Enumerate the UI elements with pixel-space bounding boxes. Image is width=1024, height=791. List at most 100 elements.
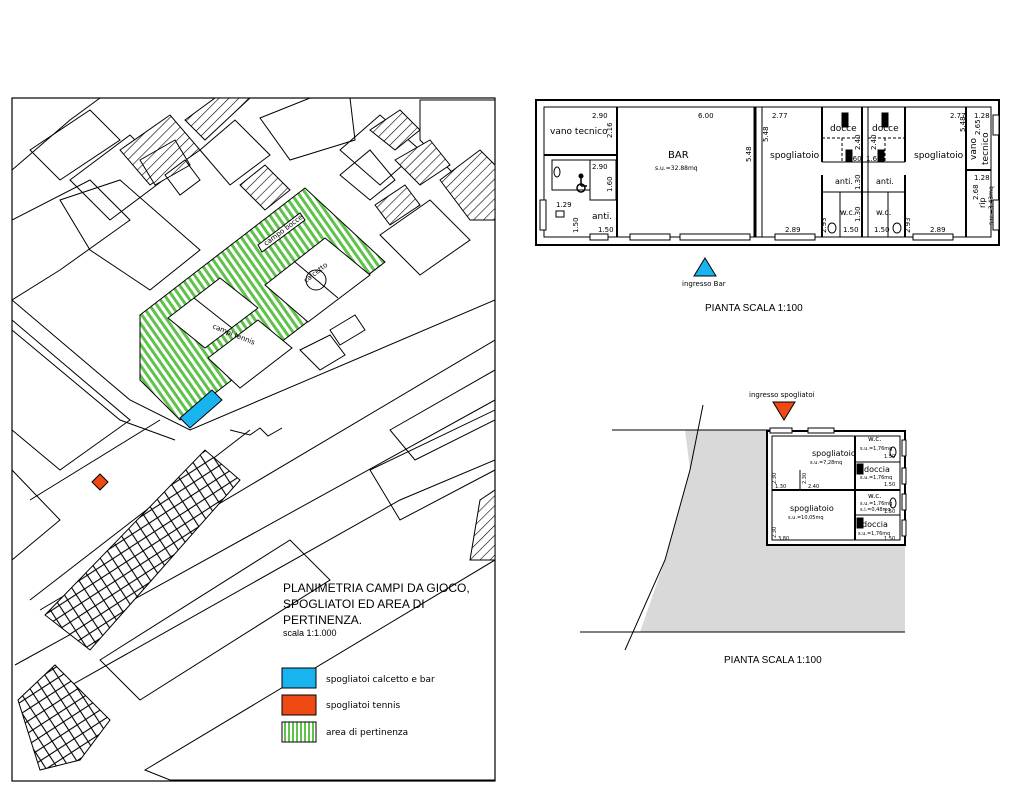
- legend: spogliatoi calcetto e bar spogliatoi ten…: [281, 667, 435, 743]
- legend-label-tennis: spogliatoi tennis: [326, 701, 401, 711]
- dim-b240: 2.40: [808, 484, 819, 490]
- dim-216: 2.16: [606, 122, 614, 138]
- room-wc2: w.c.: [868, 492, 881, 500]
- room-bar-area: s.u.=32.88mq: [655, 165, 698, 172]
- room-anti-left: anti.: [592, 212, 612, 222]
- plan-top-texts: vano tecnico BAR s.u.=32.88mq anti. spog…: [550, 112, 995, 314]
- room-wc-a: w.c.: [840, 208, 855, 217]
- room-spog2: spogliatoio: [790, 504, 834, 513]
- dim-b230c: 2.30: [772, 527, 778, 538]
- parking-grid: [44, 449, 241, 651]
- plan-bottom: w.c. s.u.=1,76mq spogliatoio s.u.=7,28mq…: [580, 391, 907, 666]
- entrance-spogliatoi-label: ingresso spogliatoi: [749, 391, 815, 399]
- dim-289b: 2.89: [930, 226, 946, 234]
- dim-268: 2.68: [972, 184, 980, 200]
- room-vano-tecnico-right-1: vano: [969, 137, 979, 160]
- parking-grid-2: [17, 664, 111, 771]
- site-plan-frame: [11, 97, 496, 782]
- room-wc-b: w.c.: [876, 208, 891, 217]
- tennis-courts: [167, 277, 293, 389]
- wheelchair-icon: [576, 173, 587, 193]
- dim-289a: 2.89: [785, 226, 801, 234]
- room-doccia1-area: s.u.=1,76mq: [860, 475, 892, 481]
- dim-600: 6.00: [698, 112, 714, 120]
- room-vano-tecnico-right-2: tecnico: [981, 132, 991, 165]
- dim-150c: 1.50: [843, 226, 859, 234]
- dim-290b: 2.90: [592, 163, 608, 171]
- dim-160c: 1.60: [866, 155, 882, 163]
- dim-130a: 1.30: [854, 174, 862, 190]
- legend-swatch-calcetto: [281, 667, 317, 689]
- room-doccia1: doccia: [864, 465, 890, 474]
- legend-swatch-pertinenza: [281, 721, 317, 743]
- dim-293b: 2.93: [904, 217, 912, 233]
- dim-150d: 1.50: [874, 226, 890, 234]
- room-spog1: spogliatoio: [812, 449, 856, 458]
- entrance-bar-label: ingresso Bar: [682, 280, 726, 288]
- legend-label-pertinenza: area di pertinenza: [326, 728, 408, 738]
- site-plan-title-1: PLANIMETRIA CAMPI DA GIOCO,: [283, 581, 470, 595]
- room-wc1-area: s.u.=1,76mq: [860, 446, 892, 452]
- dim-240a: 2.40: [854, 134, 862, 150]
- dim-b150d: 1.50: [884, 536, 895, 542]
- dim-290a: 2.90: [592, 112, 608, 120]
- room-wc2-area: s.u.=1,76mq: [860, 501, 892, 507]
- dim-b150b: 1.50: [884, 482, 895, 488]
- dim-129: 1.29: [556, 201, 572, 209]
- room-bar: BAR: [668, 150, 689, 161]
- dim-548c: 5.48: [959, 116, 967, 132]
- spogliatoi-tennis-building: [91, 473, 109, 491]
- room-rip-area: s.u.=3.43mq: [988, 186, 995, 225]
- site-plan: campo bocce calcetto campi tennis PLANIM…: [11, 97, 496, 782]
- dim-b230: 2.30: [772, 473, 778, 484]
- boundary-line: [624, 404, 704, 651]
- room-spogliatoio-a: spogliatoio: [770, 151, 820, 161]
- room-doccia2: doccia: [862, 520, 888, 529]
- site-buildings: [12, 98, 495, 781]
- plan-top-outline: [535, 99, 1000, 246]
- room-wc2-area2: s.i.=0,48mq: [860, 507, 891, 513]
- plan-top: [535, 99, 1000, 246]
- room-anti-mid2: anti.: [876, 177, 894, 186]
- room-spog2-area: s.u.=10,05mq: [788, 515, 824, 521]
- dim-160b: 1.60: [846, 155, 862, 163]
- room-anti-mid: anti.: [835, 177, 853, 186]
- dim-150b: 1.50: [598, 226, 614, 234]
- spogliatoi-calcetto-bar-building: [179, 389, 223, 429]
- plan-bottom-scale: PIANTA SCALA 1:100: [724, 655, 822, 666]
- dim-277a: 2.77: [772, 112, 788, 120]
- bocce-court: [257, 212, 306, 253]
- dim-150a: 1.50: [572, 217, 580, 233]
- dim-130b: 1.30: [854, 206, 862, 222]
- dim-b150a: 1.50: [884, 454, 895, 460]
- room-docce-b: docce: [872, 124, 899, 134]
- room-docce-a: docce: [830, 124, 857, 134]
- dim-548a: 5.48: [745, 146, 753, 162]
- site-plan-scale: scala 1:1.000: [283, 628, 337, 638]
- dim-293a: 2.93: [820, 217, 828, 233]
- dim-160a: 1.60: [606, 176, 614, 192]
- plan-top-scale: PIANTA SCALA 1:100: [705, 303, 803, 314]
- dim-548b: 5.48: [762, 126, 770, 142]
- dim-b150c: 1.50: [884, 509, 895, 515]
- dim-b130: 1.30: [775, 484, 786, 490]
- dim-128b: 1.28: [974, 174, 990, 182]
- room-vano-tecnico-left: vano tecnico: [550, 127, 608, 137]
- dim-b230b: 2.30: [802, 473, 808, 484]
- room-spogliatoio-b: spogliatoio: [914, 151, 964, 161]
- dim-b380: 3.80: [778, 536, 789, 542]
- dim-128a: 1.28: [974, 112, 990, 120]
- room-rip: rip: [978, 197, 987, 208]
- dim-265: 2.65: [974, 119, 982, 135]
- legend-swatch-tennis: [281, 694, 317, 716]
- room-doccia2-area: s.u.=1,76mq: [858, 531, 890, 537]
- dim-240b: 2.40: [870, 134, 878, 150]
- site-plan-title-3: PERTINENZA.: [283, 613, 362, 627]
- legend-label-calcetto: spogliatoi calcetto e bar: [326, 675, 435, 685]
- entrance-spogliatoi-triangle: [772, 401, 796, 421]
- dim-277b: 2.77: [950, 112, 966, 120]
- room-spog1-area: s.u.=7,28mq: [810, 460, 842, 466]
- entrance-bar-triangle: [693, 257, 717, 277]
- calcetto-field: [264, 237, 371, 323]
